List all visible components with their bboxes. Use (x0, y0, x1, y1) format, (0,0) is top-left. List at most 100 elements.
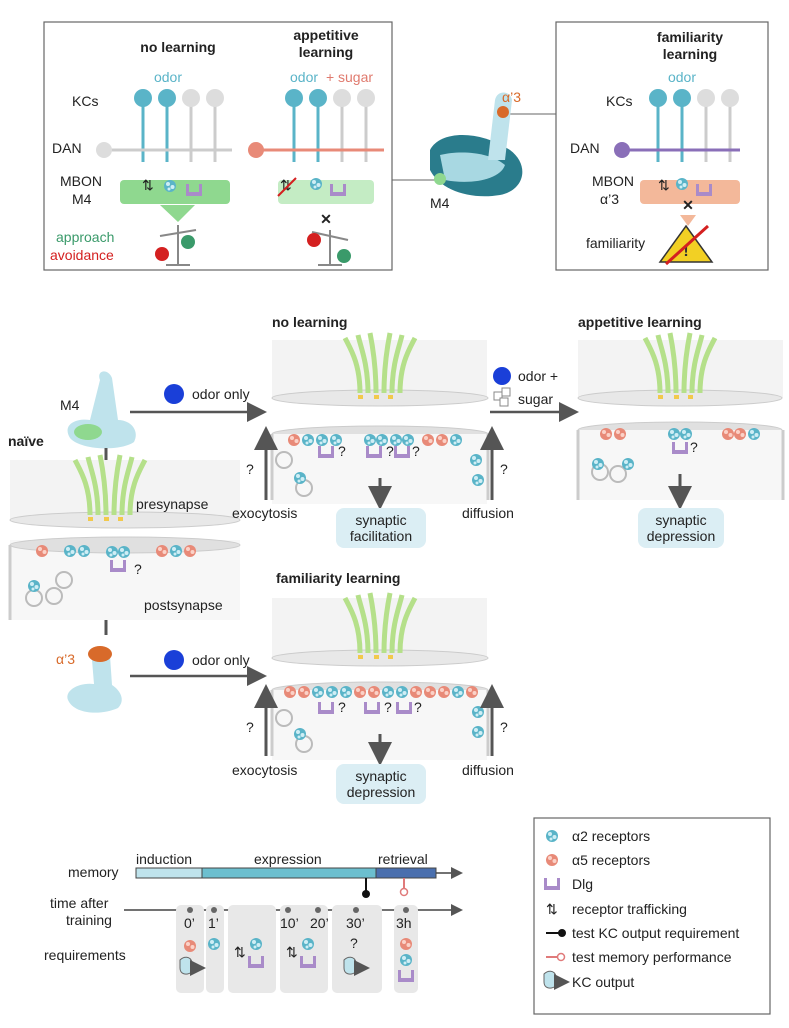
odor-icon-sugar (493, 367, 511, 385)
expression-bar (201, 867, 377, 879)
appetitive-title-2: learning (299, 44, 353, 60)
mbon-label: MBON (60, 173, 102, 189)
warning-icon: ! (658, 224, 714, 266)
legend-box (533, 817, 771, 1015)
no-learning-mid-title: no learning (272, 314, 347, 330)
mbon-label-fam: MBON (592, 173, 634, 189)
q-fam-3: ? (414, 699, 422, 715)
facilitation-1: synaptic (355, 512, 406, 528)
familiarity-title-2: learning (663, 46, 717, 62)
expression-label: expression (254, 851, 322, 867)
legend-memory-test: test memory performance (572, 949, 732, 965)
scale-icon-avoid (307, 230, 351, 266)
familiarity-label: familiarity (586, 235, 645, 251)
depression-fam-1: synaptic (355, 768, 406, 784)
appetitive-title-1: appetitive (293, 27, 359, 43)
exocytosis-label-fam: exocytosis (232, 762, 297, 778)
approach-label: approach (56, 229, 114, 245)
requirements-label: requirements (44, 947, 126, 963)
m4-neuron-illustration (67, 371, 136, 449)
appetitive-synapse (576, 333, 785, 500)
memory-label: memory (68, 864, 119, 880)
dan-label: DAN (52, 140, 82, 156)
odor-icon-top (164, 384, 184, 404)
tick-3h: 3h (396, 915, 412, 931)
svg-text:!: ! (683, 243, 688, 260)
no-learning-synapse (270, 333, 490, 504)
facilitation-2: facilitation (350, 528, 412, 544)
m4-label-center: M4 (430, 195, 450, 211)
diffusion-label-fam: diffusion (462, 762, 514, 778)
scale-icon-approach (155, 225, 197, 266)
naive-synapse (8, 455, 241, 620)
a3-neuron-illustration (67, 646, 122, 713)
kcs-label: KCs (72, 93, 98, 109)
trafficking-20: ⇅ (286, 944, 298, 960)
trafficking-icon-blocked: ⇅ (280, 177, 292, 193)
time-label-2: training (66, 912, 112, 928)
depression-app-2: depression (647, 528, 716, 544)
odor-label: odor (154, 69, 182, 85)
top-right-panel (555, 21, 769, 271)
tick-20: 20’ (310, 915, 329, 931)
q-fam-1: ? (338, 699, 346, 715)
tick-dots (187, 907, 409, 913)
plus-label-app: + (326, 69, 334, 85)
m4-label-mid: M4 (60, 397, 80, 413)
naive-label: naïve (8, 433, 44, 449)
naive-question: ? (134, 561, 142, 577)
mbon-a3-box (640, 180, 740, 204)
depression-box-fam (336, 764, 426, 804)
odor-label-app: odor (290, 69, 318, 85)
kc-neurons-no-learning (96, 89, 232, 162)
kc-neurons-familiarity (614, 89, 740, 162)
depression-fam-2: depression (347, 784, 416, 800)
tick-30: 30’ (346, 915, 365, 931)
retrieval-label: retrieval (378, 851, 428, 867)
tick-1: 1’ (208, 915, 219, 931)
kc-output-icon-30 (343, 956, 370, 976)
diffusion-label: diffusion (462, 505, 514, 521)
trafficking-icon: ⇅ (142, 177, 154, 193)
q-app: ? (690, 439, 698, 455)
kcs-label-fam: KCs (606, 93, 632, 109)
sugar-label: sugar (338, 69, 373, 85)
q-nl-2: ? (386, 443, 394, 459)
sugar-icon (493, 387, 511, 407)
q-nl-1: ? (338, 443, 346, 459)
m4-output-arrow (160, 205, 195, 222)
kc-output-icon-0 (179, 956, 206, 976)
q-exo-fam: ? (246, 719, 254, 735)
appetitive-mid-title: appetitive learning (578, 314, 702, 330)
legend-kc-output: KC output (572, 974, 634, 990)
trafficking-10: ⇅ (234, 944, 246, 960)
depression-app-1: synaptic (655, 512, 706, 528)
avoidance-label: avoidance (50, 247, 114, 263)
time-label-1: time after (50, 895, 109, 911)
q-exo: ? (246, 461, 254, 477)
postsynapse-label: postsynapse (144, 597, 223, 613)
a3-label-center: α’3 (502, 89, 521, 105)
presynapse-label: presynapse (136, 496, 209, 512)
mbon-m4-label: M4 (72, 191, 92, 207)
mbon-m4-box (120, 180, 230, 204)
q-nl-3: ? (412, 443, 420, 459)
no-learning-title: no learning (140, 39, 215, 55)
tick-10: 10’ (280, 915, 299, 931)
familiarity-title-1: familiarity (657, 29, 723, 45)
mbon-a3-label: α’3 (600, 191, 619, 207)
legend-trafficking: receptor trafficking (572, 901, 687, 917)
q-30: ? (350, 935, 358, 951)
induction-label: induction (136, 851, 192, 867)
legend-dlg: Dlg (572, 876, 593, 892)
mushroom-body-illustration (430, 92, 523, 197)
a3-label-mid: α’3 (56, 651, 75, 667)
q-diff-fam: ? (500, 719, 508, 735)
kc-neurons-appetitive (248, 89, 384, 162)
q-fam-2: ? (384, 699, 392, 715)
mbon-m4-box-app (278, 180, 374, 204)
legend-kc-test: test KC output requirement (572, 925, 739, 941)
odor-only-label-bottom: odor only (192, 652, 250, 668)
legend-trafficking-icon: ⇅ (546, 901, 558, 917)
